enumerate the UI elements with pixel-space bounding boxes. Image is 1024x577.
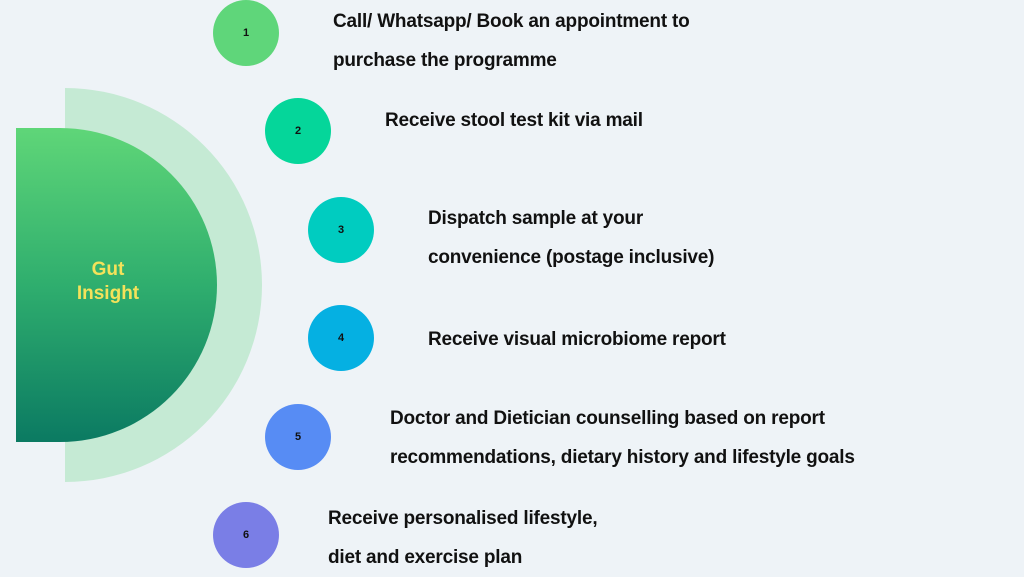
step-text-line: diet and exercise plan [328,547,523,568]
step-text: Receive personalised lifestyle, diet and … [328,499,598,577]
step-text-line: Dispatch sample at your [428,208,644,229]
step-text-line: Receive stool test kit via mail [385,110,643,131]
step-text: Call/ Whatsapp/ Book an appointment to pu… [333,2,690,80]
step-number-circle: 1 [213,0,279,66]
step-text-line: recommendations, dietary history and lif… [390,447,855,468]
step-text-line: Doctor and Dietician counselling based o… [390,408,825,429]
step-text-line: Receive personalised lifestyle, [328,508,598,529]
step-text-line: Call/ Whatsapp/ Book an appointment to [333,11,690,32]
step-number-circle: 2 [265,98,331,164]
step-text: Doctor and Dietician counselling based o… [390,399,855,477]
step-text-line: Receive visual microbiome report [428,329,726,350]
step-number-circle: 3 [308,197,374,263]
step-text: Receive visual microbiome report [428,320,726,359]
step-number-circle: 5 [265,404,331,470]
step-number-circle: 6 [213,502,279,568]
step-text-line: purchase the programme [333,50,557,71]
step-text: Receive stool test kit via mail [385,101,643,140]
step-text: Dispatch sample at your convenience (post… [428,199,714,277]
step-text-line: convenience (postage inclusive) [428,247,715,268]
step-number-circle: 4 [308,305,374,371]
